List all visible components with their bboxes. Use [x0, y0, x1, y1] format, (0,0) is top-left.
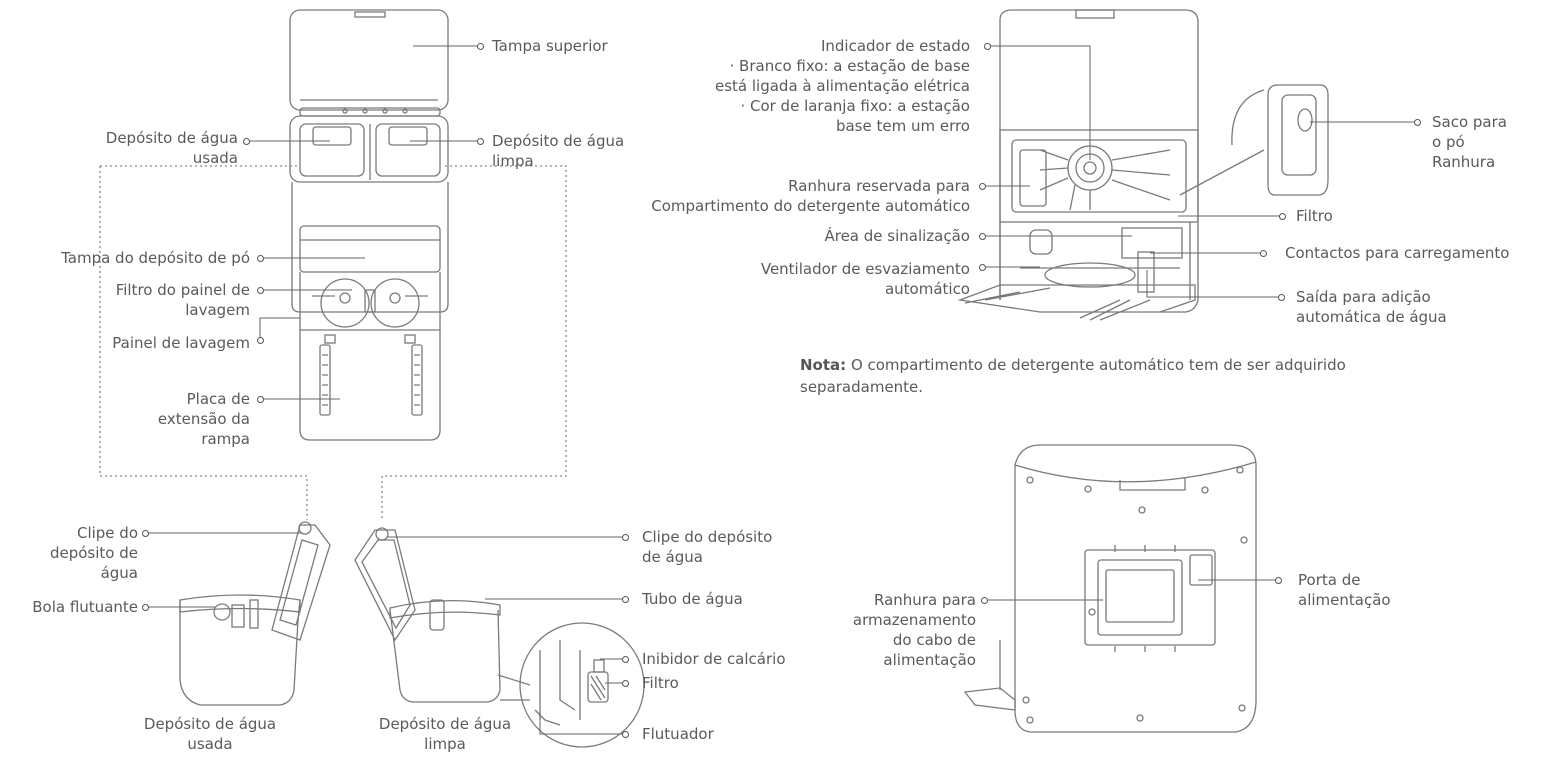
leader-dot: [622, 534, 629, 541]
clean-tank-illustration: [354, 527, 645, 748]
leader-dot: [622, 656, 629, 663]
label-contactos: Contactos para carregamento: [1285, 244, 1510, 262]
leader-dot: [1279, 213, 1286, 220]
leader-dot: [257, 255, 264, 262]
leader-dot: [243, 138, 250, 145]
leader-dot: [979, 183, 986, 190]
leader-dot: [477, 43, 484, 50]
label-tubo-agua: Tubo de água: [642, 590, 743, 608]
leader-dot: [142, 530, 149, 537]
leader-dot: [1275, 577, 1282, 584]
leader-dot: [622, 680, 629, 687]
leader-lines: [146, 45, 1417, 735]
leader-dot: [622, 731, 629, 738]
label-filtro-small: Filtro: [642, 674, 679, 692]
dotted-connector: [99, 165, 567, 520]
leader-dot: [622, 596, 629, 603]
leader-dot: [984, 43, 991, 50]
station-open-illustration: [289, 9, 449, 441]
leader-dot: [1278, 294, 1285, 301]
label-tampa-superior: Tampa superior: [492, 37, 608, 55]
station-front-illustration: [957, 9, 1329, 321]
label-bola-flutuante: Bola flutuante: [32, 598, 138, 616]
note: Nota: O compartimento de detergente auto…: [800, 354, 1360, 398]
label-painel-lavagem: Painel de lavagem: [112, 334, 250, 352]
label-ranhura-cabo: Ranhura para armazenamento do cabo de al…: [852, 591, 976, 669]
station-back-illustration: [963, 444, 1257, 733]
label-indicador-estado: Indicador de estado · Branco fixo: a est…: [715, 37, 970, 135]
leader-dot: [979, 264, 986, 271]
label-inibidor: Inibidor de calcário: [642, 650, 786, 668]
note-text: O compartimento de detergente automático…: [800, 356, 1346, 396]
leader-dot: [981, 597, 988, 604]
note-label: Nota:: [800, 356, 847, 374]
label-filtro-station: Filtro: [1296, 207, 1333, 225]
leader-dot: [477, 138, 484, 145]
leader-dot: [257, 337, 264, 344]
dirty-tank-illustration: [179, 521, 331, 706]
leader-dot: [1414, 119, 1421, 126]
leader-dot: [257, 396, 264, 403]
label-flutuador: Flutuador: [642, 725, 714, 743]
leader-dot: [979, 233, 986, 240]
leader-dot: [142, 604, 149, 611]
leader-dot: [1260, 250, 1267, 257]
label-area-sinalizacao: Área de sinalização: [824, 227, 970, 245]
leader-dot: [257, 287, 264, 294]
label-tampa-deposito-po: Tampa do depósito de pó: [61, 249, 250, 267]
